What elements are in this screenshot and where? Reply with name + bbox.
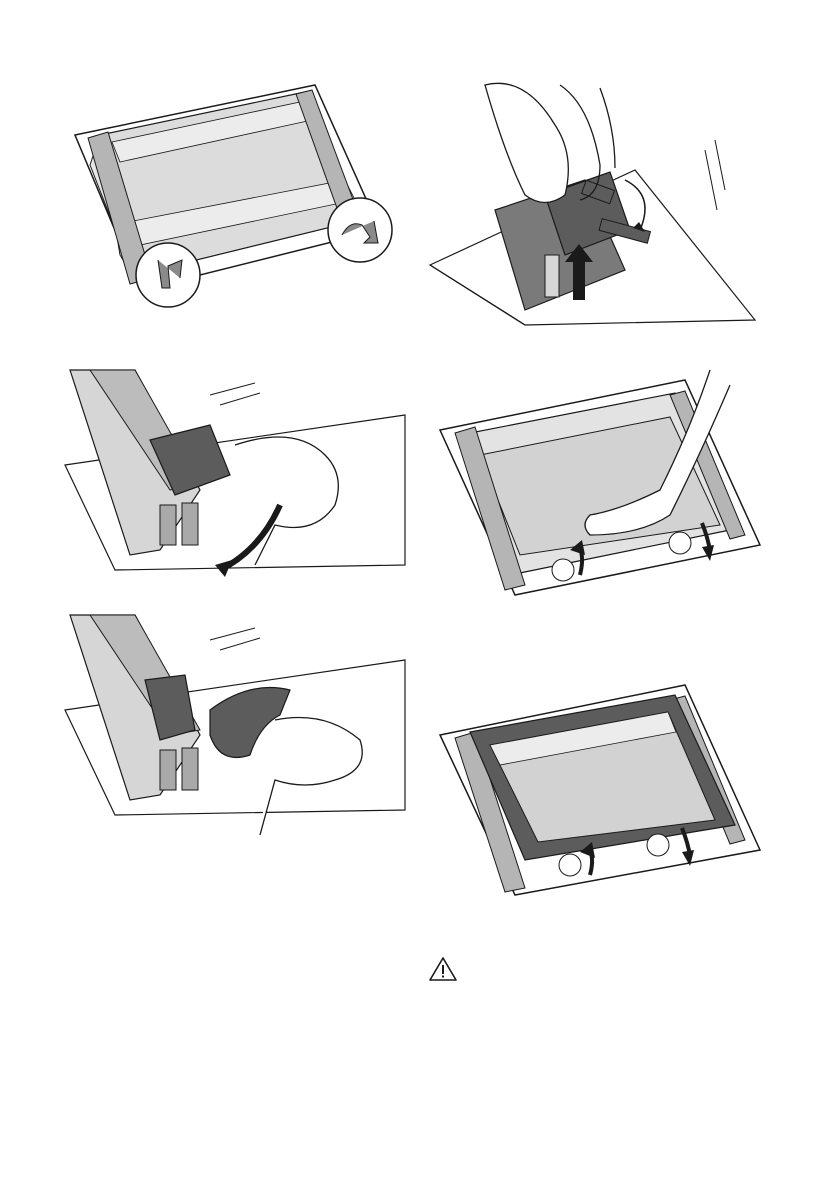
remove-frame-drawing: [430, 670, 770, 900]
step-2-lift-clip: [425, 80, 755, 330]
remove-glass-drawing: [430, 365, 770, 600]
step-5-clip-released: [60, 610, 410, 845]
door-overview-drawing: [60, 80, 410, 310]
step-3-rotate-clip: [60, 365, 410, 600]
step-6-remove-frame: [430, 670, 770, 900]
warning-triangle-icon: [428, 956, 458, 982]
rotate-clip-drawing: [60, 365, 410, 600]
step-1-door-overview: [60, 80, 410, 310]
corner-clip-highlight-right: [328, 198, 392, 262]
step-4-remove-glass: [430, 365, 770, 600]
lift-clip-drawing: [425, 80, 755, 330]
clip-released-drawing: [60, 610, 410, 845]
